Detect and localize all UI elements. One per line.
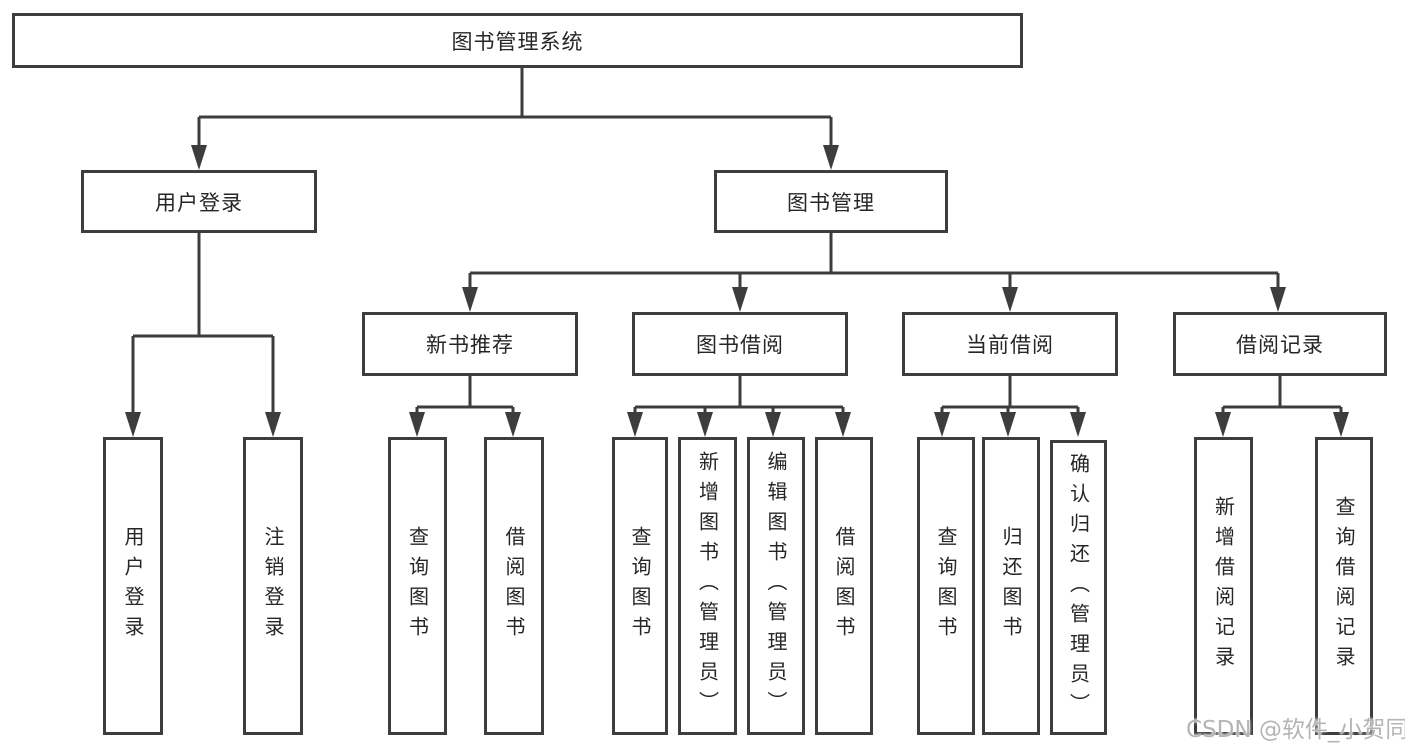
leaf-records-query: 查询借阅记录 <box>1315 437 1373 735</box>
node-book-borrow-label: 图书借阅 <box>696 333 784 357</box>
node-book-management: 图书管理 <box>714 170 948 233</box>
leaf-records-add-label: 新增借阅记录 <box>1211 496 1236 676</box>
leaf-logout: 注销登录 <box>243 437 303 735</box>
leaf-records-add: 新增借阅记录 <box>1194 437 1253 735</box>
leaf-borrow-add-books-admin-label: 新增图书（管理员） <box>695 451 720 721</box>
node-new-book-recommend: 新书推荐 <box>362 312 578 376</box>
leaf-borrow-borrow-books-label: 借阅图书 <box>832 526 856 646</box>
node-borrow-records: 借阅记录 <box>1173 312 1387 376</box>
node-book-borrow: 图书借阅 <box>632 312 848 376</box>
leaf-current-confirm-return-admin: 确认归还（管理员） <box>1050 440 1107 735</box>
node-borrow-records-label: 借阅记录 <box>1236 333 1324 357</box>
leaf-borrow-query-books: 查询图书 <box>612 437 668 735</box>
leaf-logout-label: 注销登录 <box>261 526 285 646</box>
node-user-login-label: 用户登录 <box>155 190 243 215</box>
node-root-label: 图书管理系统 <box>451 29 584 54</box>
leaf-rec-query-books: 查询图书 <box>388 437 447 735</box>
node-root: 图书管理系统 <box>12 13 1023 68</box>
leaf-borrow-query-books-label: 查询图书 <box>628 526 652 646</box>
leaf-borrow-edit-books-admin-label: 编辑图书（管理员） <box>764 451 788 721</box>
leaf-borrow-add-books-admin: 新增图书（管理员） <box>678 437 737 735</box>
leaf-borrow-edit-books-admin: 编辑图书（管理员） <box>747 437 805 735</box>
leaf-current-query-books: 查询图书 <box>917 437 975 735</box>
leaf-current-confirm-return-admin-label: 确认归还（管理员） <box>1066 452 1091 723</box>
csdn-watermark: CSDN @软件_小贺同学 <box>1186 717 1405 743</box>
leaf-rec-borrow-books-label: 借阅图书 <box>502 526 526 646</box>
node-current-borrow-label: 当前借阅 <box>966 333 1054 357</box>
leaf-rec-query-books-label: 查询图书 <box>405 526 430 646</box>
node-current-borrow: 当前借阅 <box>902 312 1118 376</box>
leaf-user-login: 用户登录 <box>103 437 163 735</box>
leaf-borrow-borrow-books: 借阅图书 <box>815 437 873 735</box>
leaf-current-query-books-label: 查询图书 <box>934 526 958 646</box>
leaf-records-query-label: 查询借阅记录 <box>1332 496 1356 676</box>
leaf-user-login-label: 用户登录 <box>121 526 145 646</box>
leaf-rec-borrow-books: 借阅图书 <box>484 437 544 735</box>
node-new-book-recommend-label: 新书推荐 <box>426 333 514 357</box>
node-book-management-label: 图书管理 <box>787 190 875 215</box>
leaf-current-return-books-label: 归还图书 <box>999 526 1023 646</box>
leaf-current-return-books: 归还图书 <box>982 437 1040 735</box>
node-user-login: 用户登录 <box>81 170 317 233</box>
